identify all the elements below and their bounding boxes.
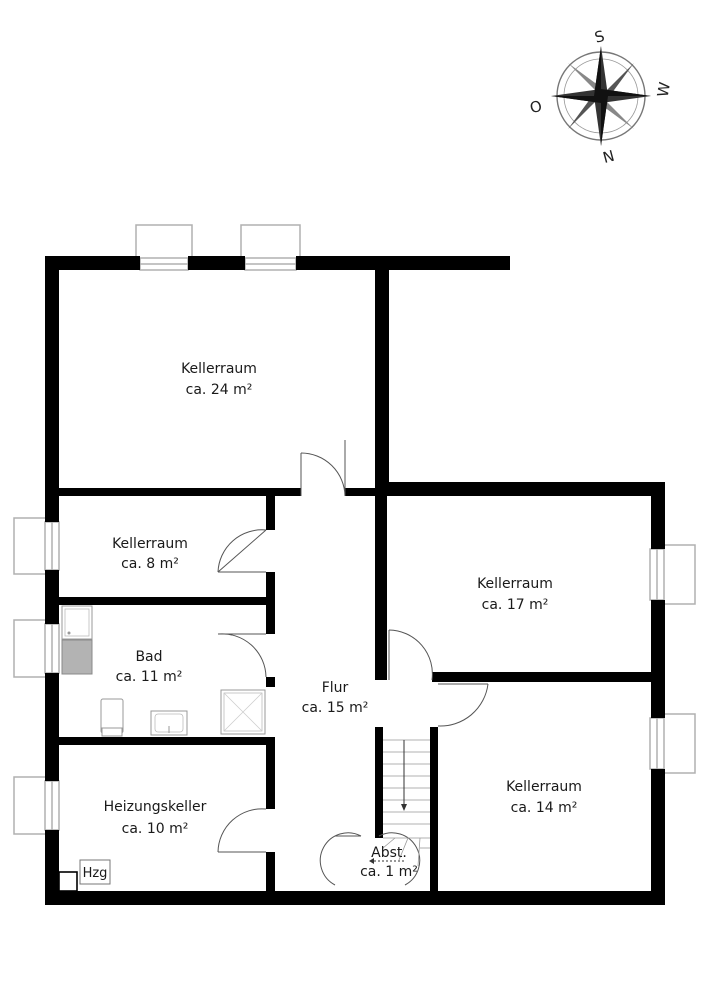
windows <box>13 224 696 835</box>
washbasin-icon <box>150 710 188 736</box>
shower-icon <box>220 689 266 735</box>
window-top-right <box>240 224 301 271</box>
room-area-kellerraum-24: ca. 24 m² <box>186 382 253 398</box>
compass-east: O <box>528 97 544 117</box>
doors <box>217 440 489 886</box>
room-name-kellerraum-14: Kellerraum <box>506 779 582 795</box>
window-right-1 <box>649 544 696 605</box>
window-right-2 <box>649 713 696 774</box>
compass-rose: S W N O <box>528 27 674 167</box>
heater-label: Hzg <box>83 866 108 881</box>
room-area-flur: ca. 15 m² <box>302 700 369 716</box>
door-kellerraum-17 <box>388 629 433 681</box>
room-area-heizungskeller: ca. 10 m² <box>122 821 189 837</box>
compass-south: S <box>593 27 607 47</box>
room-labels: Kellerraum ca. 24 m² Kellerraum ca. 8 m²… <box>104 361 582 880</box>
room-name-abst: Abst. <box>371 845 407 861</box>
door-kellerraum-8 <box>217 529 267 573</box>
sink-icon <box>61 605 93 640</box>
room-name-kellerraum-24: Kellerraum <box>181 361 257 377</box>
toilet-icon <box>100 698 124 737</box>
window-top-left <box>135 224 193 271</box>
room-name-flur: Flur <box>322 680 349 696</box>
room-area-kellerraum-8: ca. 8 m² <box>121 556 179 572</box>
staircase <box>369 739 430 867</box>
room-area-abst: ca. 1 m² <box>360 864 418 880</box>
door-kellerraum-24 <box>300 440 346 497</box>
room-area-kellerraum-14: ca. 14 m² <box>511 800 578 816</box>
door-bad <box>217 633 267 678</box>
heater-icon: Hzg <box>58 859 111 892</box>
door-kellerraum-14 <box>437 683 489 727</box>
door-heizungskeller <box>217 808 267 853</box>
room-area-kellerraum-17: ca. 17 m² <box>482 597 549 613</box>
window-left-1 <box>13 517 60 575</box>
room-name-kellerraum-8: Kellerraum <box>112 536 188 552</box>
compass-north: N <box>601 147 617 167</box>
window-left-3 <box>13 776 60 835</box>
door-abst <box>319 832 421 886</box>
shower-tray-icon <box>61 639 93 675</box>
walls <box>45 256 665 905</box>
room-name-bad: Bad <box>135 649 162 665</box>
room-area-bad: ca. 11 m² <box>116 669 183 685</box>
window-left-2 <box>13 619 60 678</box>
compass-west: W <box>654 81 674 99</box>
room-name-kellerraum-17: Kellerraum <box>477 576 553 592</box>
room-name-heizungskeller: Heizungskeller <box>104 799 207 815</box>
bathroom-fixtures <box>61 605 266 737</box>
